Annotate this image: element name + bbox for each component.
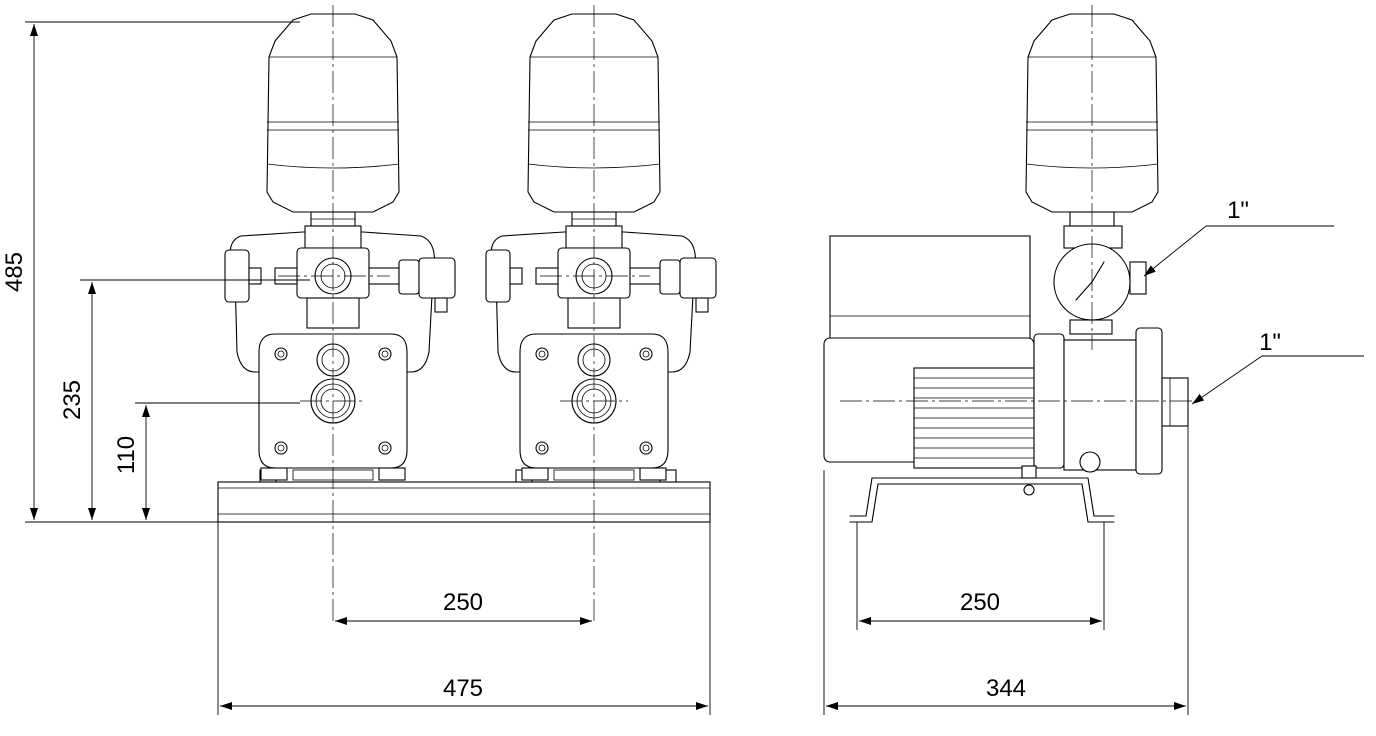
label-outlet-size: 1" <box>1227 197 1249 224</box>
front-view <box>217 5 717 625</box>
cooling-fins <box>913 367 1035 469</box>
dim-base-width: 475 <box>443 675 483 702</box>
dimension-lines <box>25 21 1364 715</box>
pump-unit-left <box>224 13 456 481</box>
pump-unit-right <box>485 13 717 481</box>
dim-side-length: 344 <box>986 675 1026 702</box>
dim-foot-spacing-side: 250 <box>960 589 1000 616</box>
dim-pump-spacing-front: 250 <box>443 589 483 616</box>
side-view <box>823 5 1200 523</box>
base-frame <box>217 481 711 523</box>
dim-height-inlet: 110 <box>113 436 140 474</box>
dim-height-total: 485 <box>1 252 28 292</box>
dim-height-outlet: 235 <box>59 380 86 420</box>
label-inlet-size: 1" <box>1259 329 1281 356</box>
